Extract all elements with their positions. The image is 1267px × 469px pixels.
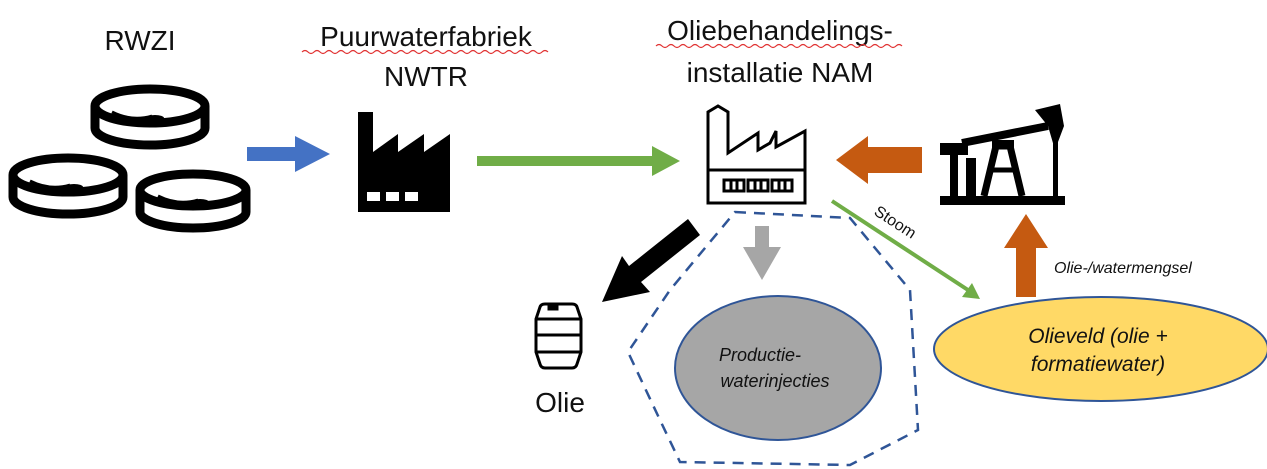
green-arrow-to-nam xyxy=(477,146,680,176)
black-arrow-to-olie xyxy=(602,219,700,302)
blue-arrow xyxy=(247,136,330,172)
olie-watermengsel-label: Olie-/watermengsel xyxy=(1054,260,1192,277)
factory-icon xyxy=(358,112,450,212)
stoom-label: Stoom xyxy=(871,203,919,242)
olie-label: Olie xyxy=(535,387,585,418)
olieveld-label-2: formatiewater) xyxy=(1031,353,1165,376)
oil-barrel-icon xyxy=(534,302,583,370)
productie-label-1: Productie- xyxy=(719,345,801,365)
productiewaterinjecties-ellipse xyxy=(674,295,882,441)
grey-arrow-down xyxy=(743,226,781,280)
wastewater-treatment-basins-icon xyxy=(8,84,251,233)
factory-outline-icon xyxy=(706,104,807,205)
orange-arrow-to-nam xyxy=(836,136,922,184)
productie-label-2: waterinjecties xyxy=(720,371,829,391)
spellcheck-underline xyxy=(655,43,903,49)
oliebehandelings-label: Oliebehandelings- xyxy=(667,15,893,46)
orange-arrow-up xyxy=(1004,214,1048,297)
dashed-boundary xyxy=(626,210,920,467)
olieveld-ellipse xyxy=(933,296,1267,402)
olieveld-label-1: Olieveld (olie + xyxy=(1028,325,1167,348)
installatie-nam-label: installatie NAM xyxy=(687,57,874,88)
oil-pumpjack-icon xyxy=(940,104,1065,205)
rwzi-label: RWZI xyxy=(104,25,175,56)
puurwaterfabriek-label: Puurwaterfabriek xyxy=(320,21,533,52)
spellcheck-underline xyxy=(301,49,549,55)
nwtr-label: NWTR xyxy=(384,61,468,92)
green-arrow-stoom xyxy=(830,199,980,299)
